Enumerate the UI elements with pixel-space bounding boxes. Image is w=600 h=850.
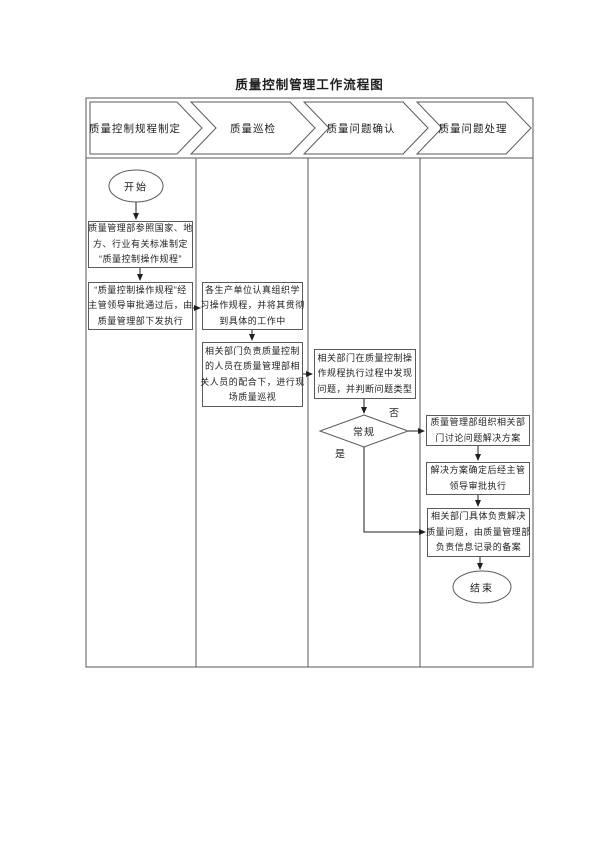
decision-no-label: 否	[389, 408, 399, 420]
process-text-line: 领导审批执行	[449, 480, 507, 491]
process-text-line: 方、行业有关标准制定	[92, 238, 188, 249]
lane-header-arrow-1	[89, 101, 203, 155]
end-terminator	[452, 570, 512, 604]
process-text-line: 作规程执行过程中发现	[317, 368, 413, 379]
lane-header-confirmation: 质量问题确认	[326, 122, 396, 135]
process-draft-regulation: 质量管理部参照国家、地 方、行业有关标准制定 “质量控制操作规程”	[88, 221, 193, 268]
process-text-line: 门讨论问题解决方案	[435, 432, 521, 443]
flowchart-frame	[85, 97, 534, 668]
process-approve-solution: 解决方案确定后经主管 领导审批执行	[426, 462, 530, 495]
process-text-line: 主管领导审批通过后，由	[88, 300, 193, 311]
process-text-line: 关人员的配合下，进行现	[200, 376, 305, 387]
lane-header-arrow-4	[415, 101, 532, 155]
process-text-line: 到具体的工作中	[219, 315, 286, 326]
process-text-line: 相关部门在质量控制操	[317, 352, 413, 363]
lane-header-arrow-2	[189, 101, 316, 155]
process-text-line: 相关部门具体负责解决	[430, 511, 526, 522]
process-text-line: 场质量巡视	[228, 392, 277, 402]
process-text-line: 负责信息记录的备案	[435, 542, 522, 553]
process-text-line: “质量控制操作规程”经	[94, 284, 187, 295]
process-site-inspection: 相关部门负责质量控制 的人员在质量管理部相 关人员的配合下，进行现 场质量巡视	[200, 342, 305, 407]
process-text-line: 质量问题，由质量管理部	[426, 526, 531, 537]
process-solve-and-record: 相关部门具体负责解决 质量问题，由质量管理部 负责信息记录的备案	[426, 508, 531, 557]
process-study-regulation: 各生产单位认真组织学 习操作规程，并将其贯彻 到具体的工作中	[200, 282, 305, 330]
lane-header-inspection: 质量巡检	[230, 122, 276, 135]
process-text-line: 解决方案确定后经主管	[430, 465, 526, 475]
end-label: 结束	[470, 583, 494, 595]
decision-yes-label: 是	[335, 449, 345, 461]
lane-header-arrow-3	[302, 101, 429, 155]
lane-header-regulation: 质量控制规程制定	[89, 122, 181, 135]
process-find-problem: 相关部门在质量控制操 作规程执行过程中发现 问题，并判断问题类型	[314, 349, 416, 399]
process-discuss-solution: 质量管理部组织相关部 门讨论问题解决方案	[426, 415, 530, 446]
process-text-line: 各生产单位认真组织学	[204, 284, 300, 295]
process-text-line: 问题，并判断问题类型	[317, 383, 413, 394]
process-text-line: 相关部门负责质量控制	[204, 345, 300, 356]
process-approve-issue: “质量控制操作规程”经 主管领导审批通过后，由 质量管理部下发执行	[88, 282, 193, 330]
process-text-line: 质量管理部参照国家、地	[88, 223, 193, 234]
process-text-line: 质量管理部组织相关部	[430, 417, 526, 427]
process-text-line: 质量管理部下发执行	[97, 315, 184, 326]
lane-header-handling: 质量问题处理	[438, 122, 508, 135]
page-title: 质量控制管理工作流程图	[235, 78, 384, 92]
process-text-line: 的人员在质量管理部相	[204, 361, 300, 371]
connector-decision-yes	[363, 447, 426, 535]
start-label: 开始	[124, 182, 148, 194]
process-text-line: “质量控制操作规程”	[99, 254, 182, 265]
decision-label: 常规	[353, 427, 375, 439]
process-text-line: 习操作规程，并将其贯彻	[200, 300, 305, 311]
